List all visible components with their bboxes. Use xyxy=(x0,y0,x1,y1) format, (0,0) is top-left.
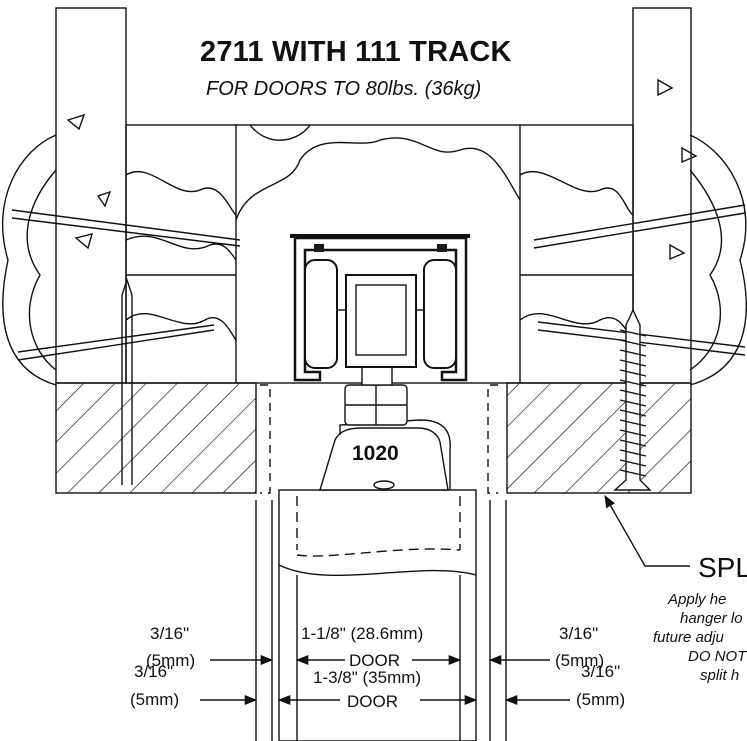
left-drywall-curve xyxy=(1,134,57,386)
dim-upper-left-fraction: 3/16" xyxy=(150,624,190,643)
drawing-title: 2711 WITH 111 TRACK xyxy=(200,36,512,68)
dim-lower-center-size: 1-3/8" (35mm) xyxy=(313,668,422,687)
split-note-4: DO NOT xyxy=(688,648,747,665)
split-note-3: future adju xyxy=(653,629,724,646)
left-wheel xyxy=(304,259,338,369)
right-wheel xyxy=(423,259,457,369)
split-note-1: Apply he xyxy=(668,591,727,608)
right-jamb xyxy=(506,382,692,494)
dim-lower-center-label: DOOR xyxy=(347,692,398,711)
dim-lower-right-fraction: 3/16" xyxy=(581,662,621,681)
dim-upper-right-metric: (5mm) xyxy=(555,651,605,670)
dim-upper-center-size: 1-1/8" (28.6mm) xyxy=(301,624,424,643)
right-drywall-curve xyxy=(689,134,747,386)
lag-screw xyxy=(613,308,652,491)
left-jamb xyxy=(55,382,257,494)
split-note-2: hanger lo xyxy=(680,610,743,627)
drawing-subtitle: FOR DOORS TO 80lbs. (36kg) xyxy=(206,78,482,100)
hanger-label: 1020 xyxy=(352,442,399,465)
dim-lower-right-metric: (5mm) xyxy=(576,690,626,709)
dim-upper-left-metric: (5mm) xyxy=(146,651,196,670)
split-leader xyxy=(604,494,690,567)
dim-upper-center-label: DOOR xyxy=(349,651,400,670)
right-drywall-curve-inner xyxy=(689,169,723,371)
left-drywall-curve-inner xyxy=(26,169,57,371)
dim-upper-right-fraction: 3/16" xyxy=(559,624,599,643)
split-note-5: split h xyxy=(700,667,740,684)
dim-lower-left-fraction: 3/16" xyxy=(134,662,174,681)
right-stud xyxy=(632,7,692,384)
dim-lower-left-metric: (5mm) xyxy=(130,690,180,709)
split-label: SPL xyxy=(698,552,747,583)
left-stud xyxy=(55,7,127,384)
track-housing xyxy=(293,236,468,382)
